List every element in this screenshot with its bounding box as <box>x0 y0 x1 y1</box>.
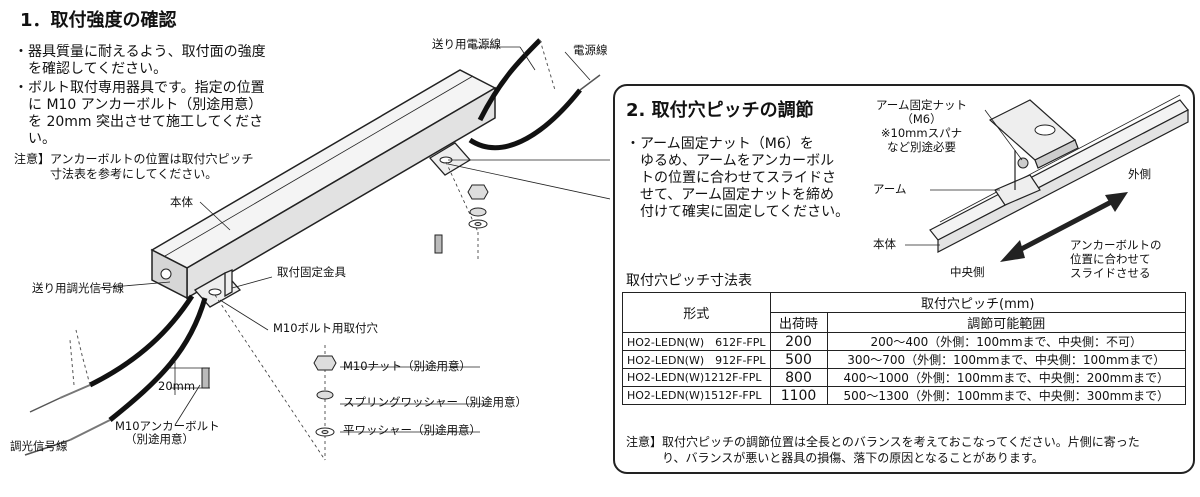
label-20mm: 20mm <box>158 379 196 393</box>
end-cap-hole <box>160 268 172 280</box>
label-rail-body: 本体 <box>873 237 896 251</box>
label-spring-washer: スプリングワッシャー（別途用意） <box>343 395 527 409</box>
label-bolt-hole: M10ボルト用取付穴 <box>273 321 379 335</box>
label-slide: アンカーボルトの 位置に合わせて スライドさせる <box>1070 238 1162 280</box>
label-anchor: M10アンカーボルト （別途用意） <box>115 419 220 446</box>
table-row: HO2-LEDN(W) 912F-FPL 500 300～700（外側：100m… <box>622 350 1187 369</box>
label-body: 本体 <box>170 195 193 209</box>
label-outer: 外側 <box>1128 167 1151 181</box>
section1-title: 1．取付強度の確認 <box>20 10 177 31</box>
label-feed-power: 送り用電源線 <box>432 37 501 51</box>
label-center: 中央側 <box>950 265 985 279</box>
table-row: HO2-LEDN(W)1512F-FPL 1100 500～1300（外側：10… <box>622 386 1187 405</box>
header-range: 調節可能範囲 <box>826 312 1187 333</box>
label-flat-washer: 平ワッシャー（別途用意） <box>343 423 481 437</box>
hardware-stack <box>201 184 489 437</box>
label-bracket: 取付固定金具 <box>277 265 346 279</box>
fixture-body <box>150 69 497 300</box>
fixture-drawing <box>24 38 610 461</box>
table-note: 注意】取付穴ピッチの調節位置は全長とのバランスを考えておこなってください。片側に… <box>626 435 1140 465</box>
label-arm-nut: アーム固定ナット （M6） ※10mmスパナ など別途必要 <box>876 98 967 154</box>
bullet-bolt: ・ボルト取付専用器具です。指定の位置 に M10 アンカーボルト（別途用意） を… <box>14 80 265 147</box>
label-power: 電源線 <box>573 43 608 57</box>
header-model: 形式 <box>622 292 771 333</box>
label-feed-dim: 送り用調光信号線 <box>32 281 124 295</box>
header-pitch: 取付穴ピッチ(mm) <box>769 292 1187 313</box>
header-ship: 出荷時 <box>769 312 828 333</box>
table-row: HO2-LEDN(W)1212F-FPL 800 400～1000（外側：100… <box>622 368 1187 387</box>
table-row: HO2-LEDN(W) 612F-FPL 200 200～400（外側：100m… <box>622 332 1187 351</box>
label-dim: 調光信号線 <box>10 439 68 453</box>
section1-note: 注意】アンカーボルトの位置は取付穴ピッチ 寸法表を参考にしてください。 <box>14 152 254 181</box>
bullet-strength: ・器具質量に耐えるよう、取付面の強度 を確認してください。 <box>14 44 266 77</box>
pitch-table: 形式 取付穴ピッチ(mm) 出荷時 調節可能範囲 HO2-LEDN(W) 612… <box>622 292 1187 405</box>
section2-title: 2. 取付穴ピッチの調節 <box>626 100 814 121</box>
section2-body: ・アーム固定ナット（M6）を ゆるめ、アームをアンカーボル トの位置に合わせてス… <box>626 136 850 220</box>
label-nut: M10ナット（別途用意） <box>343 359 472 373</box>
table-title: 取付穴ピッチ寸法表 <box>626 273 752 289</box>
label-arm: アーム <box>873 182 907 196</box>
